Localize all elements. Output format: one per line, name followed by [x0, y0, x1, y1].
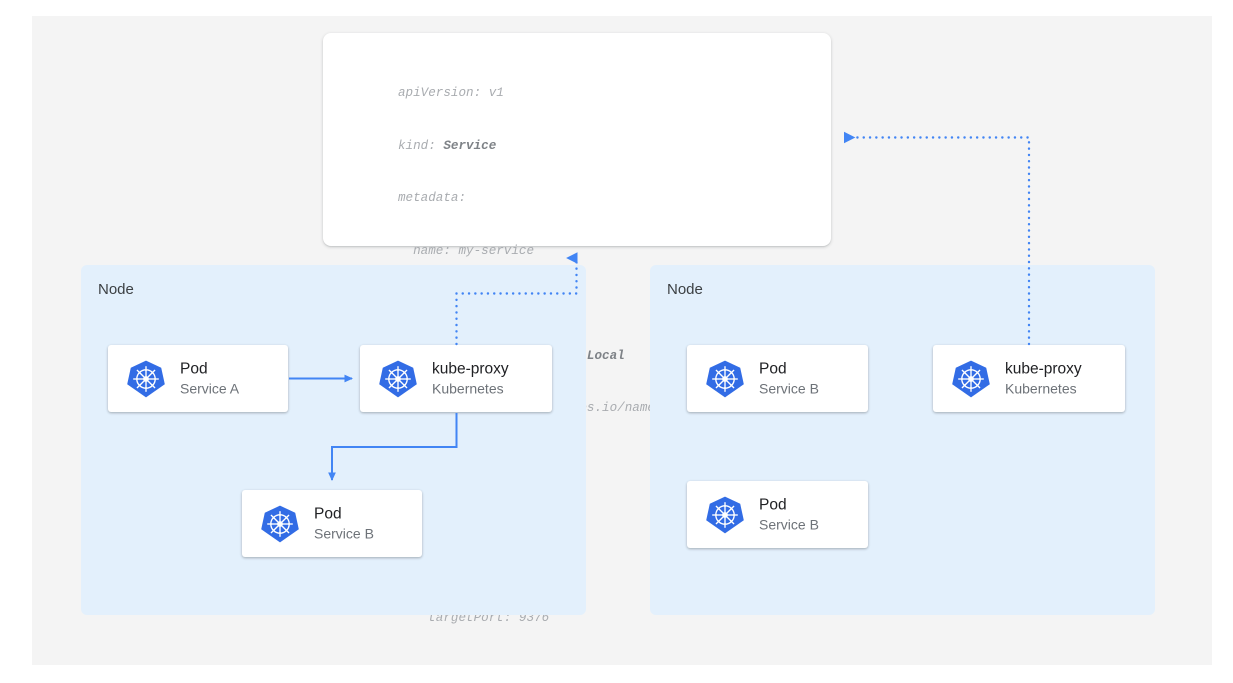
- yaml-line-apiversion: apiVersion: v1: [398, 86, 504, 100]
- pod-service-b-left-text: Pod Service B: [314, 504, 374, 543]
- kube-proxy-left-card[interactable]: kube-proxy Kubernetes: [360, 345, 552, 412]
- yaml-line-name: name: my-service: [398, 243, 535, 258]
- service-manifest-card: apiVersion: v1 kind: Service metadata: n…: [323, 33, 831, 625]
- yaml-line-kind: kind: Service: [398, 138, 708, 156]
- kube-proxy-left-title: kube-proxy: [432, 360, 509, 377]
- kube-proxy-left-text: kube-proxy Kubernetes: [432, 359, 509, 398]
- pod-service-b-left-card[interactable]: Pod Service B: [242, 490, 422, 557]
- pod-service-b-right-upper-text: Pod Service B: [759, 359, 819, 398]
- kube-proxy-left-subtitle: Kubernetes: [432, 380, 504, 396]
- pod-service-b-right-upper-subtitle: Service B: [759, 380, 819, 396]
- pod-service-a-subtitle: Service A: [180, 380, 240, 396]
- kube-proxy-right-title: kube-proxy: [1005, 360, 1082, 377]
- kubernetes-icon: [706, 360, 744, 397]
- pod-service-a-title: Pod: [180, 360, 208, 377]
- yaml-kind-prefix: kind:: [398, 138, 444, 153]
- node-right-label: Node: [667, 281, 703, 298]
- pod-service-b-right-lower-text: Pod Service B: [759, 495, 819, 534]
- kube-proxy-right-card[interactable]: kube-proxy Kubernetes: [933, 345, 1125, 412]
- yaml-kind-value: Service: [443, 138, 497, 153]
- kubernetes-icon: [127, 360, 165, 397]
- pod-service-b-right-upper-title: Pod: [759, 360, 787, 377]
- pod-service-b-right-lower-title: Pod: [759, 496, 787, 513]
- pod-service-b-right-lower-subtitle: Service B: [759, 516, 819, 532]
- node-left: [81, 265, 586, 615]
- pod-service-a-text: Pod Service A: [180, 359, 239, 398]
- pod-service-a-card[interactable]: Pod Service A: [108, 345, 288, 412]
- pod-service-b-right-lower-card[interactable]: Pod Service B: [687, 481, 868, 548]
- kubernetes-icon: [379, 360, 417, 397]
- kube-proxy-right-subtitle: Kubernetes: [1005, 380, 1077, 396]
- pod-service-b-right-upper-card[interactable]: Pod Service B: [687, 345, 868, 412]
- yaml-line-metadata: metadata:: [398, 191, 467, 205]
- node-right: [650, 265, 1155, 615]
- kubernetes-icon: [952, 360, 990, 397]
- pod-service-b-left-subtitle: Service B: [314, 525, 374, 541]
- kubernetes-icon: [261, 505, 299, 542]
- kubernetes-icon: [706, 496, 744, 533]
- node-left-label: Node: [98, 281, 134, 298]
- kube-proxy-right-text: kube-proxy Kubernetes: [1005, 359, 1082, 398]
- pod-service-b-left-title: Pod: [314, 505, 342, 522]
